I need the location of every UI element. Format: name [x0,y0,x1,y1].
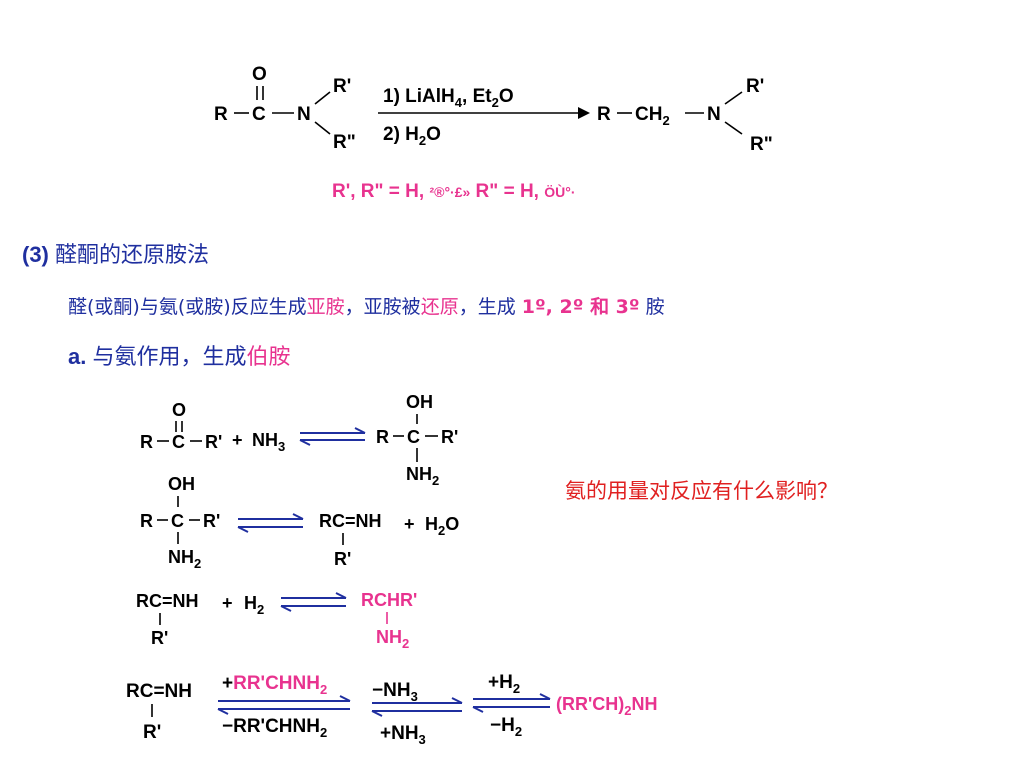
rxn-c-imine: RC=NH [136,591,199,611]
product-ch2: CH2 [635,104,670,128]
section-heading: (3) 醛酮的还原胺法 [22,242,209,268]
rxn-c-imine-rprime: R' [151,628,168,648]
carbonyl-carbon: C [252,104,266,125]
rxn-a-prod-rprime: R' [441,427,458,447]
product-r-prime: R' [746,76,764,97]
r-group: R [214,104,228,125]
rxn-a-nh3: NH3 [252,430,285,454]
rxn-c-h2: H2 [244,593,264,617]
rxn-d-plus-nh3: +NH3 [380,723,426,747]
rxn-d-plus-h2: +H2 [488,672,520,696]
rxn-a-plus: + [232,430,243,450]
rxn-d-minus-amine: −RR'CHNH2 [222,716,327,740]
rxn-imine-hydrogenation: RC=NH R' + H2 RCHR' NH2 [136,590,417,651]
rxn-d-minus-h2: −H2 [490,715,522,739]
rxn-hemiaminal-imine: OH R C R' NH2 RC=NH R' + H2O [140,474,459,571]
rxn-b-c: C [171,511,184,531]
rxn-carbonyl-ammonia: O R C R' + NH3 OH R C R' NH2 [140,392,458,488]
rxn-a-oxygen: O [172,400,186,420]
rxn-c-plus: + [222,593,233,613]
rxn-d-imine: RC=NH [126,681,192,702]
rxn-a-r: R [140,432,153,452]
subsection-a: a. 与氨作用，生成伯胺 [68,344,291,370]
amide-nitrogen: N [297,104,311,125]
amide-reduction-scheme: O R C N R' R" 1) LiAlH4, Et2O 2) H2O R C… [214,64,773,155]
carbonyl-oxygen: O [252,64,267,85]
rxn-b-water: H2O [425,514,459,538]
product-r-group: R [597,104,611,125]
rxn-a-prod-nh2: NH2 [406,464,439,488]
r-double-prime: R" [333,132,356,153]
rxn-b-nh2: NH2 [168,547,201,571]
rxn-d-imine-rprime: R' [143,722,161,743]
rxn-b-rprime: R' [203,511,220,531]
product-nitrogen: N [707,104,721,125]
rxn-d-minus-nh3: −NH3 [372,680,418,704]
intro-text: 醛(或酮)与氨(或胺)反应生成亚胺，亚胺被还原，生成 1º, 2º 和 3º 胺 [68,295,665,318]
rxn-b-plus: + [404,514,415,534]
substituent-note: R', R" = H, ²®°·£» R" = H, ÖÙ°· [332,181,576,202]
rxn-a-prod-c: C [407,427,420,447]
rxn-b-imine: RC=NH [319,511,382,531]
reaction-arrow-head [578,107,590,119]
rxn-a-c: C [172,432,185,452]
question-text: 氨的用量对反应有什么影响？ [565,479,838,503]
r-prime: R' [333,76,351,97]
condition-2: 2) H2O [383,124,441,148]
rxn-d-product: (RR'CH)2NH [556,694,658,718]
rxn-a-prod-r: R [376,427,389,447]
rxn-b-oh: OH [168,474,195,494]
rxn-b-r: R [140,511,153,531]
rxn-a-rprime: R' [205,432,222,452]
rxn-c-amine: RCHR' [361,590,417,610]
rxn-c-amine-nh2: NH2 [376,627,409,651]
rxn-secondary-amine: RC=NH R' +RR'CHNH2 −RR'CHNH2 −NH3 +NH3 +… [126,672,658,747]
condition-1: 1) LiAlH4, Et2O [383,86,514,110]
rxn-d-plus-amine: +RR'CHNH2 [222,673,327,697]
product-r-double-prime: R" [750,134,773,155]
rxn-b-imine-rprime: R' [334,549,351,569]
rxn-a-oh: OH [406,392,433,412]
